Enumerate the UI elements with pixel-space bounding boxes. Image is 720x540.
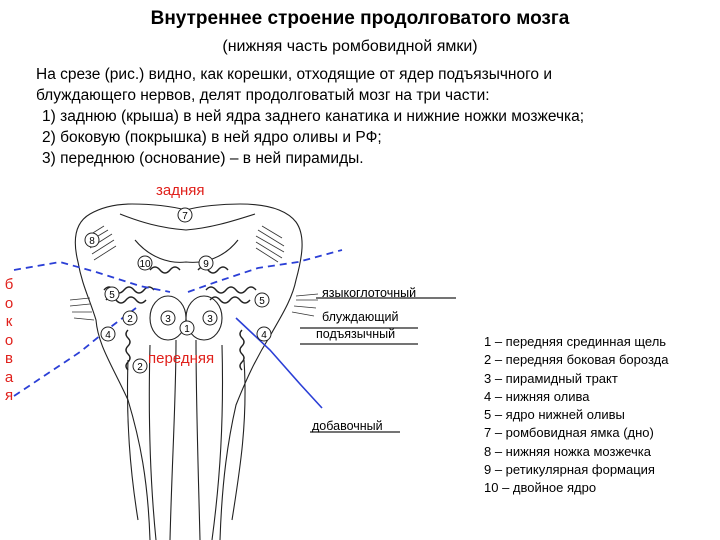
nerve-label-accessory: добавочный <box>312 419 383 433</box>
central-block <box>134 239 239 263</box>
legend-item: 2 – передняя боковая борозда <box>484 352 669 368</box>
lateral-label-letter: к <box>5 313 13 330</box>
nerve-label-glossopharyngeal: языкоглоточный <box>322 286 417 300</box>
lateral-label-letter: б <box>4 276 14 293</box>
intro-line: На срезе (рис.) видно, как корешки, отхо… <box>36 66 552 83</box>
callout-number: 5 <box>259 296 265 307</box>
page-subtitle: (нижняя часть ромбовидной ямки) <box>222 38 478 55</box>
callout-number: 2 <box>137 362 143 373</box>
boundary-line-right <box>187 249 343 293</box>
legend-item: 4 – нижняя олива <box>484 388 590 404</box>
lateral-label-letter: о <box>4 294 14 312</box>
callout-number: 3 <box>207 314 213 325</box>
nerve-label-vagus: блуждающий <box>322 310 399 324</box>
legend-item: 3 – пирамидный тракт <box>484 370 618 386</box>
callout-number: 1 <box>184 324 190 335</box>
intro-text: На срезе (рис.) видно, как корешки, отхо… <box>36 64 584 169</box>
legend-item: 10 – двойное ядро <box>484 480 597 496</box>
part-item-anterior: 3) переднюю (основание) – в ней пирамиды… <box>42 150 364 167</box>
legend-item: 5 – ядро нижней оливы <box>484 407 625 423</box>
callout-number: 4 <box>105 330 111 341</box>
legend-item: 1 – передняя срединная щель <box>484 334 667 349</box>
callout-number: 3 <box>165 314 171 325</box>
boundary-line-left-lower <box>13 307 137 397</box>
lateral-label-letter: я <box>4 387 14 404</box>
legend: 1 – передняя срединная щель 2 – передняя… <box>484 333 668 498</box>
callout-number: 9 <box>203 259 209 270</box>
anterior-part-label: передняя <box>148 350 215 367</box>
callout-number: 4 <box>261 330 267 341</box>
callout-number: 5 <box>109 290 115 301</box>
callout-number: 7 <box>182 211 188 222</box>
right-olive-nucleus <box>205 286 257 304</box>
right-pyramid <box>185 295 223 341</box>
legend-item: 9 – ретикулярная формация <box>484 462 655 478</box>
lateral-label-letter: в <box>5 350 13 367</box>
section-outline <box>74 203 303 540</box>
lateral-label-letter: о <box>4 331 14 349</box>
intro-line: блуждающего нервов, делят продолговатый … <box>36 87 490 104</box>
lateral-label-letter: а <box>4 368 14 386</box>
callout-number: 2 <box>127 314 133 325</box>
legend-item: 8 – нижняя ножка мозжечка <box>484 443 651 459</box>
pointer-line <box>235 317 323 409</box>
posterior-part-label: задняя <box>156 182 205 199</box>
legend-item: 7 – ромбовидная ямка (дно) <box>484 425 654 441</box>
page-title: Внутреннее строение продолговатого мозга <box>150 8 570 29</box>
nerve-label-hypoglossal: подъязычный <box>316 327 396 341</box>
boundary-line-left <box>13 261 171 293</box>
lateral-part-label: б о к о в а я <box>2 276 16 406</box>
part-item-posterior: 1) заднюю (крыша) в ней ядра заднего кан… <box>42 108 585 125</box>
callout-number: 10 <box>139 259 151 270</box>
rhomboid-fossa-floor <box>119 213 256 231</box>
callout-number: 8 <box>89 236 95 247</box>
part-item-lateral: 2) боковую (покрышка) в ней ядро оливы и… <box>42 129 382 146</box>
